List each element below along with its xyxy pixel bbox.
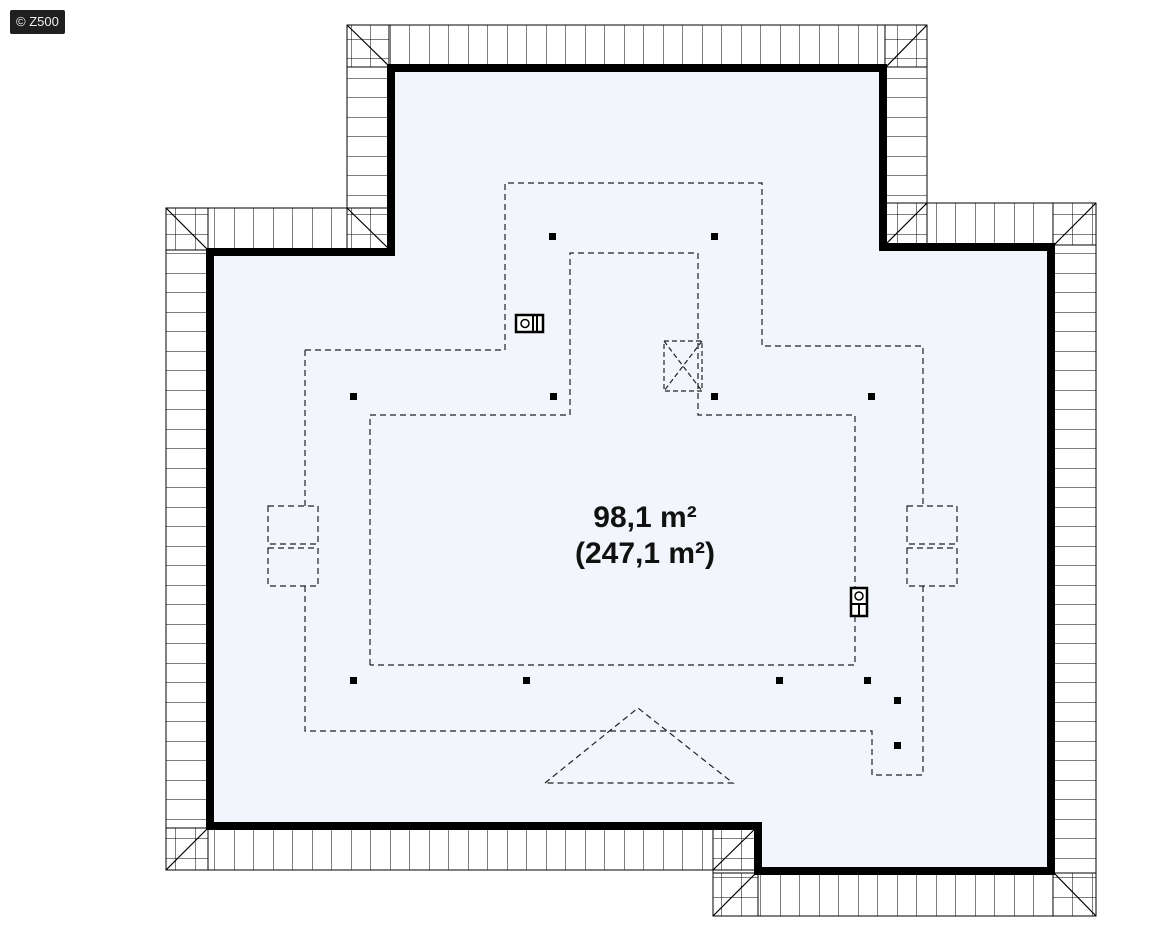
post	[350, 677, 357, 684]
post	[864, 677, 871, 684]
area-label: 98,1 m² (247,1 m²)	[540, 500, 750, 572]
post	[894, 697, 901, 704]
roof-eaves	[165, 24, 1097, 917]
post	[711, 233, 718, 240]
floor-outline	[206, 64, 1055, 875]
post	[894, 742, 901, 749]
post	[711, 393, 718, 400]
post	[868, 393, 875, 400]
total-area: (247,1 m²)	[574, 537, 716, 570]
post	[350, 393, 357, 400]
post	[550, 393, 557, 400]
posts	[350, 233, 901, 749]
post	[549, 233, 556, 240]
dashed-outlines	[267, 182, 958, 784]
usable-area: 98,1 m²	[593, 501, 697, 534]
chimney-icon	[514, 313, 545, 334]
post	[776, 677, 783, 684]
watermark: © Z500	[10, 10, 65, 34]
post	[523, 677, 530, 684]
chimney-icon	[849, 586, 869, 618]
watermark-text: © Z500	[16, 14, 59, 29]
skylight-icon	[663, 340, 703, 392]
